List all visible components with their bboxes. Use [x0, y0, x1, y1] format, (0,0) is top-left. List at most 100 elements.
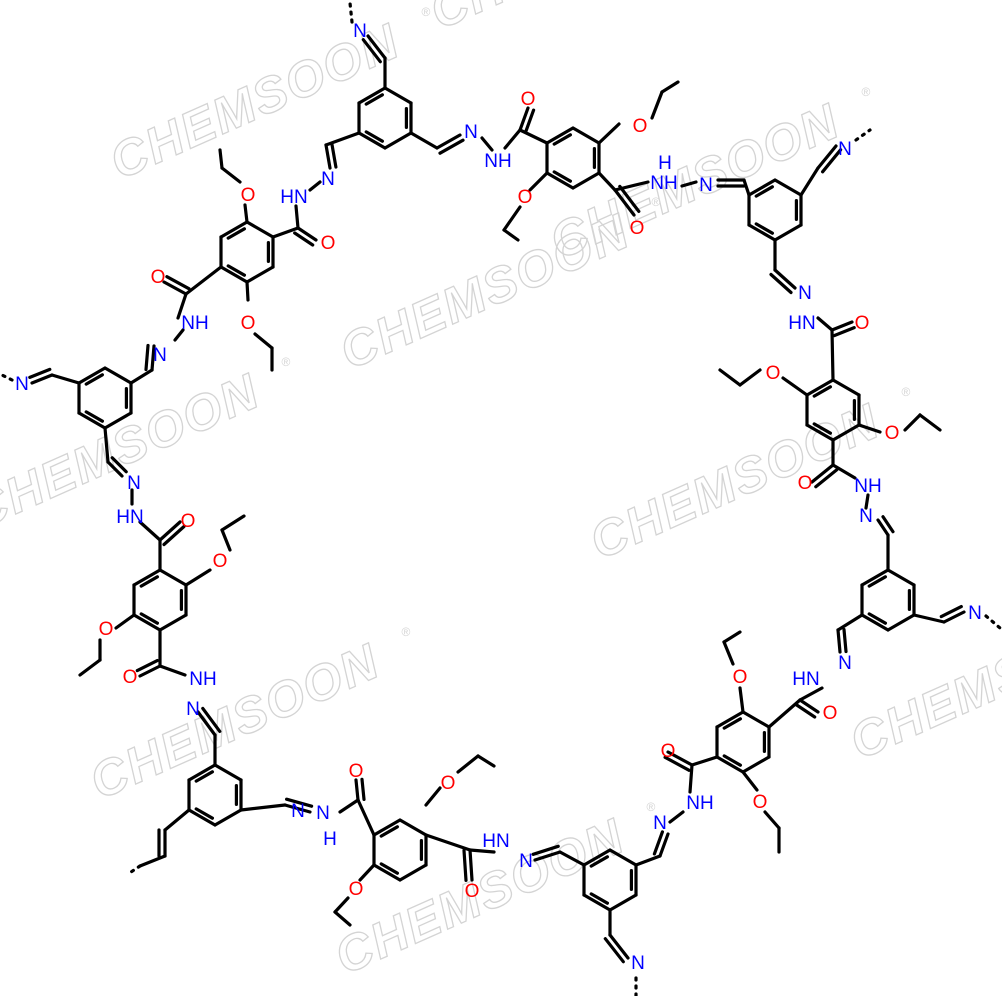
double-bond [608, 933, 630, 960]
single-bond [239, 803, 287, 812]
hydrazone-nitrogen: N [838, 653, 852, 674]
imine-nitrogen: N [631, 953, 645, 974]
imine-nitrogen: N [15, 374, 29, 395]
benzene-node-6-inner-double [84, 373, 105, 386]
linker-ring-3-edge [831, 378, 861, 397]
watermark-registered-mark: ® [902, 385, 911, 399]
single-bond [243, 203, 249, 224]
double-bond-second-line [663, 755, 691, 772]
single-bond [333, 896, 350, 914]
single-bond [518, 128, 549, 145]
amide-nh: NH [484, 151, 511, 172]
single-bond [218, 148, 224, 170]
single-bond [176, 292, 188, 320]
single-bond [742, 178, 751, 197]
single-bond [253, 332, 274, 350]
single-bond [634, 854, 662, 867]
single-bond [184, 568, 212, 587]
single-bond [333, 910, 352, 927]
single-bond [718, 368, 742, 387]
single-bond [424, 833, 472, 852]
benzene-node-6-edge [103, 411, 133, 430]
benzene-node-6-edge [103, 366, 133, 385]
single-bond [409, 131, 439, 150]
linker-ring-6-edge [372, 863, 402, 882]
linker-ring-1-edge [571, 126, 601, 145]
double-bond [150, 344, 156, 372]
linker-ring-3-edge [805, 378, 835, 397]
benzene-node-3-edge [860, 613, 890, 632]
imine-nitrogen: N [968, 603, 982, 624]
double-bond [354, 778, 360, 802]
ether-oxygen: O [753, 792, 768, 813]
double-bond-second-line [285, 797, 314, 808]
carbonyl-oxygen: O [151, 267, 166, 288]
carbonyl-oxygen: O [349, 761, 364, 782]
linker-ring-4-edge [132, 613, 162, 632]
benzene-node-6-edge [77, 411, 107, 430]
hydrazone-nitrogen: N [653, 813, 667, 834]
double-bond-second-line [462, 848, 468, 883]
single-bond [597, 171, 617, 192]
ether-oxygen: O [213, 551, 228, 572]
benzene-node-2-edge [773, 223, 803, 242]
double-bond [196, 710, 217, 737]
ether-oxygen: O [441, 773, 456, 794]
benzene-node-1-edge [357, 86, 387, 105]
single-bond [668, 810, 685, 824]
single-bond [502, 228, 520, 242]
hydrazone-nitrogen: N [859, 506, 873, 527]
amide-h: H [658, 153, 672, 174]
single-bond [476, 754, 496, 768]
linker-ring-1-inner-double [552, 170, 573, 183]
linker-ring-6-edge [372, 818, 402, 837]
double-bond-second-line [652, 830, 665, 856]
linker-ring-4-inner-double [139, 575, 159, 588]
double-bond-second-line [769, 272, 793, 295]
double-bond-second-line [939, 604, 963, 619]
benzene-node-2-edge [747, 223, 777, 242]
single-bond [738, 686, 745, 714]
double-bond-second-line [523, 108, 536, 134]
single-bond [129, 368, 154, 385]
single-bond [50, 373, 81, 385]
amide-nh: NH [189, 669, 216, 690]
single-bond [324, 131, 361, 147]
single-bond [114, 613, 136, 630]
single-bond [738, 368, 762, 387]
single-bond [688, 763, 694, 794]
double-bond [773, 268, 797, 290]
watermark-registered-mark: ® [652, 195, 661, 209]
single-bond [857, 423, 882, 434]
linker-ring-2-edge [245, 265, 275, 284]
double-bond [283, 803, 312, 814]
double-bond [942, 610, 966, 624]
hydrazone-nitrogen: N [153, 345, 167, 366]
double-bond [836, 628, 842, 654]
polymer-continuation-bond [126, 864, 142, 876]
carbonyl-oxygen: O [181, 511, 196, 532]
linker-ring-2-edge [245, 220, 275, 239]
amide-hn: HN [482, 831, 509, 852]
double-bond [658, 832, 670, 858]
amide-hn: HN [280, 187, 307, 208]
linker-ring-6-inner-double [379, 862, 399, 875]
linker-ring-1-edge [571, 171, 601, 190]
single-bond [294, 204, 300, 230]
single-bond [163, 808, 191, 832]
double-bond [876, 518, 890, 537]
double-bond-second-line [201, 706, 222, 734]
single-bond [741, 770, 759, 792]
ether-oxygen: O [733, 667, 748, 688]
double-bond-second-line [165, 275, 191, 291]
single-bond [528, 171, 549, 192]
single-bond [831, 463, 857, 480]
single-bond [158, 664, 187, 677]
hydrazone-nitrogen: N [321, 169, 335, 190]
double-bond-second-line [135, 658, 159, 673]
benzene-node-4-edge [608, 848, 638, 867]
benzene-node-4-inner-double [589, 855, 610, 868]
benzene-node-5-edge [187, 763, 217, 782]
hydrazone-nitrogen: N [464, 122, 478, 143]
